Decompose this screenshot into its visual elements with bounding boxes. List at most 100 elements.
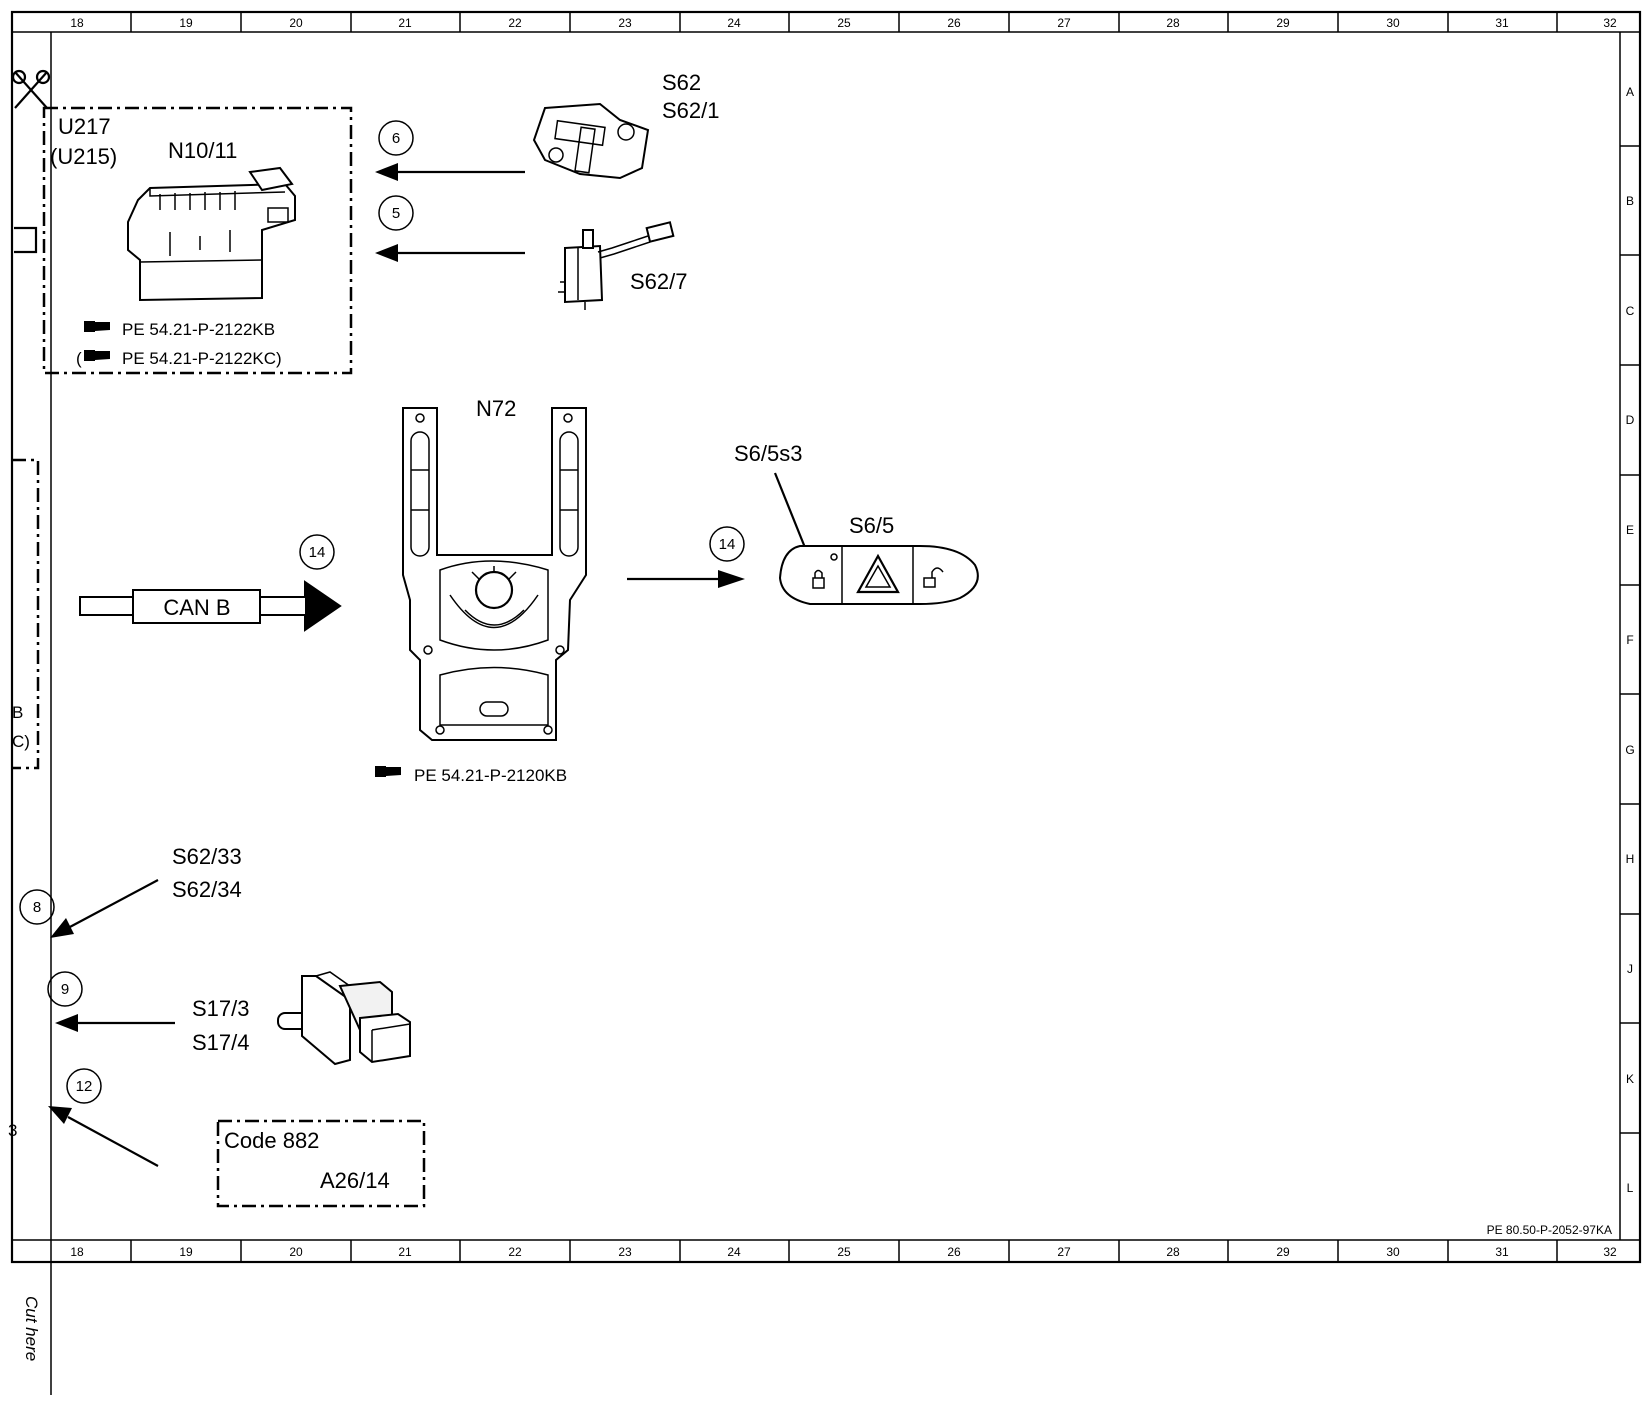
col-label-top: 21 [398,16,412,30]
s6-5s3-label: S6/5s3 [734,441,803,466]
col-label-bottom: 30 [1386,1245,1400,1259]
s62-label: S62 [662,70,701,95]
code-882-label: Code 882 [224,1128,319,1153]
cut-here-label: Cut here [22,1296,41,1361]
row-label: C [1626,304,1635,318]
signal-14-number: 14 [309,544,326,561]
col-label-top: 27 [1057,16,1071,30]
ref-pointer-icon [84,321,110,332]
signal-5-number: 5 [392,205,400,222]
col-label-top: 25 [837,16,851,30]
n10-11-ref-kc-paren: ( [76,349,82,368]
col-label-top: 31 [1495,16,1509,30]
signal-6-circle [378,120,414,156]
row-label: E [1626,523,1634,537]
lock-closed-icon [812,553,838,589]
col-label-top: 23 [618,16,632,30]
col-label-top: 32 [1603,16,1617,30]
arrow-a26-14-to-edge [48,1106,159,1167]
left-fragment-3: 3 [8,1121,17,1140]
col-label-bottom: 28 [1166,1245,1180,1259]
a26-14-dashed-box [216,1119,426,1208]
s17-3-label: S17/3 [192,996,250,1021]
col-label-bottom: 22 [508,1245,522,1259]
a26-14-label: A26/14 [320,1168,390,1193]
col-label-top: 18 [70,16,84,30]
row-label: H [1626,852,1635,866]
can-b-label: CAN B [163,595,230,620]
s17-4-label: S17/4 [192,1030,250,1055]
s62-7-switch-icon [558,221,675,310]
col-label-bottom: 24 [727,1245,741,1259]
ref-pointer-icon [375,766,401,777]
column-ruler: 18 19 20 21 22 23 24 25 26 27 28 29 30 3… [70,12,1617,1262]
signal-6-number: 6 [392,130,400,147]
lock-open-icon [923,567,944,588]
frame-border [10,10,1642,1264]
signal-12-circle [66,1068,102,1104]
col-label-bottom: 27 [1057,1245,1071,1259]
u217-dashed-box [42,106,353,375]
col-label-top: 24 [727,16,741,30]
row-label: F [1626,633,1633,647]
col-label-top: 29 [1276,16,1290,30]
col-label-top: 19 [179,16,193,30]
s62-contact-switch-icon [532,102,650,180]
row-label: L [1627,1181,1634,1195]
col-label-top: 28 [1166,16,1180,30]
n10-11-module-icon [127,166,296,302]
s6-5-label: S6/5 [849,513,894,538]
left-fragment-b: B [12,703,23,722]
col-label-bottom: 29 [1276,1245,1290,1259]
row-label: B [1626,194,1634,208]
n10-11-label: N10/11 [168,138,237,163]
signal-14b-number: 14 [719,536,736,553]
left-dashed-box-fragment [12,458,40,770]
arrow-s17-to-edge [55,1014,175,1032]
col-label-bottom: 32 [1603,1245,1617,1259]
arrow-s62-to-n10-11 [375,163,525,181]
col-label-bottom: 18 [70,1245,84,1259]
row-label: A [1626,85,1634,99]
n10-11-ref-kb: PE 54.21-P-2122KB [122,320,275,339]
u215-label: (U215) [50,144,117,169]
col-label-bottom: 31 [1495,1245,1509,1259]
signal-12-number: 12 [76,1078,93,1095]
s6-5-switch-panel-icon [778,545,979,605]
s62-33-label: S62/33 [172,844,242,869]
col-label-bottom: 19 [179,1245,193,1259]
row-label: K [1626,1072,1634,1086]
ref-pointer-icon [84,350,110,361]
row-label: J [1627,962,1633,976]
col-label-top: 22 [508,16,522,30]
col-label-top: 20 [289,16,303,30]
col-label-bottom: 20 [289,1245,303,1259]
arrow-n72-to-s6-5 [627,570,745,588]
col-label-bottom: 21 [398,1245,412,1259]
signal-9-number: 9 [61,981,69,998]
signal-8-number: 8 [33,899,41,916]
col-label-bottom: 25 [837,1245,851,1259]
col-label-top: 30 [1386,16,1400,30]
s62-1-label: S62/1 [662,98,720,123]
hazard-warning-icon [856,553,900,594]
scissors-icon [11,69,51,109]
signal-5-circle [378,195,414,231]
n72-label: N72 [476,396,516,421]
col-label-bottom: 26 [947,1245,961,1259]
left-fragment-c: C) [12,732,30,751]
s17-door-contact-switch-icon [277,971,411,1066]
can-b-bus-arrow [79,580,342,632]
n72-control-panel-icon [402,407,587,741]
drawing-reference: PE 80.50-P-2052-97KA [1487,1223,1612,1237]
row-label: G [1625,743,1634,757]
arrow-s62-33-to-edge [50,879,159,938]
n72-ref: PE 54.21-P-2120KB [414,766,567,785]
drawing-frame [10,10,1642,1395]
col-label-bottom: 23 [618,1245,632,1259]
connector-fragment-icon [14,226,38,254]
u217-label: U217 [58,114,111,139]
row-label: D [1626,413,1635,427]
signal-8-circle [19,889,55,925]
